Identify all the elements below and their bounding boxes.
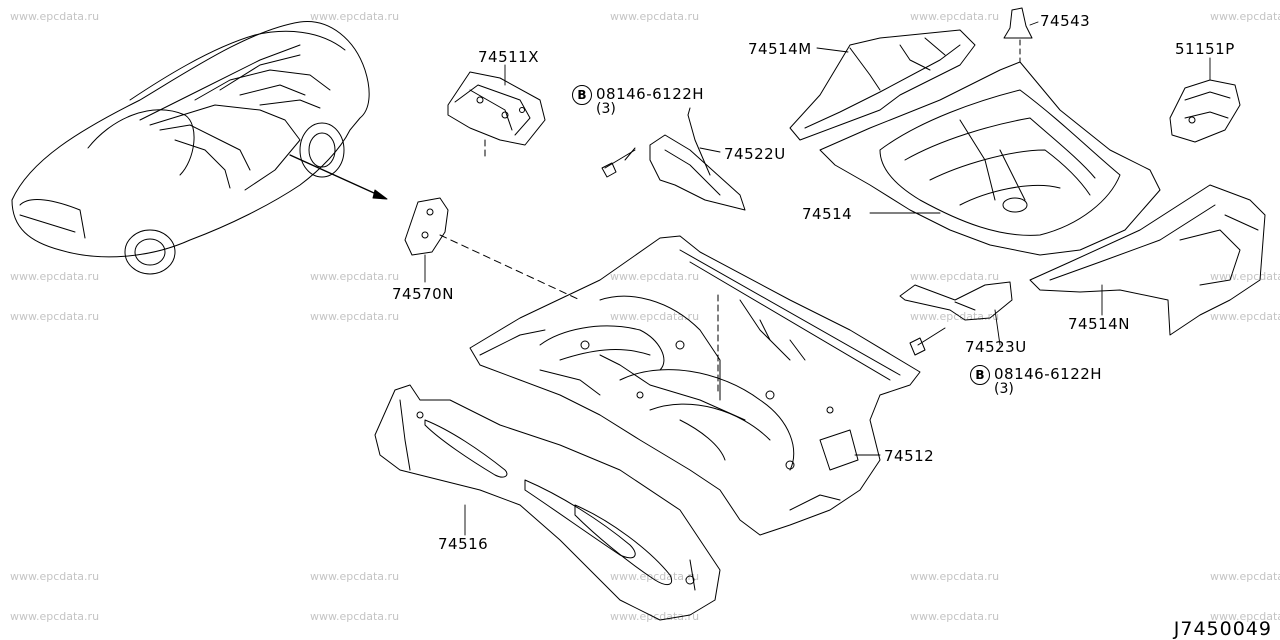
part-74514N-illustration xyxy=(1029,184,1266,336)
bolt-symbol-b: B xyxy=(970,365,990,385)
bolt-quantity: (3) xyxy=(994,381,1014,397)
label-74543[interactable]: 74543 xyxy=(1040,12,1091,30)
part-74511X-illustration xyxy=(447,71,546,161)
watermark-text: www.epcdata.ru xyxy=(10,310,100,323)
watermark-text: www.epcdata.ru xyxy=(910,610,1000,623)
part-74522U-illustration xyxy=(601,107,746,211)
watermark-text: www.epcdata.ru xyxy=(310,570,400,583)
label-51151P[interactable]: 51151P xyxy=(1175,40,1235,58)
watermark-text: www.epcdata.ru xyxy=(910,310,1000,323)
label-74514N[interactable]: 74514N xyxy=(1068,315,1130,333)
part-74570N-illustration xyxy=(404,197,581,301)
label-bolt-08146-6122H[interactable]: 08146-6122H xyxy=(994,365,1103,383)
watermark-text: www.epcdata.ru xyxy=(610,610,700,623)
watermark-text: www.epcdata.ru xyxy=(10,10,100,23)
watermark-text: www.epcdata.ru xyxy=(610,270,700,283)
watermark-text: www.epcdata.ru xyxy=(310,270,400,283)
car-overview-illustration xyxy=(11,21,388,275)
label-74511X[interactable]: 74511X xyxy=(478,48,539,66)
watermark-text: www.epcdata.ru xyxy=(910,270,1000,283)
watermark-text: www.epcdata.ru xyxy=(910,570,1000,583)
watermark-text: www.epcdata.ru xyxy=(610,570,700,583)
watermark-text: www.epcdata.ru xyxy=(610,310,700,323)
watermark-text: www.epcdata.ru xyxy=(610,10,700,23)
watermark-text: www.epcdata.ru xyxy=(1210,570,1280,583)
watermark-text: www.epcdata.ru xyxy=(10,570,100,583)
watermark-text: www.epcdata.ru xyxy=(10,270,100,283)
label-74522U[interactable]: 74522U xyxy=(724,145,786,163)
label-74516[interactable]: 74516 xyxy=(438,535,489,553)
watermark-text: www.epcdata.ru xyxy=(10,610,100,623)
part-74516-illustration xyxy=(374,384,721,621)
label-74523U[interactable]: 74523U xyxy=(965,338,1027,356)
label-74514M[interactable]: 74514M xyxy=(748,40,812,58)
part-51151P-illustration xyxy=(1169,79,1241,143)
watermark-text: www.epcdata.ru xyxy=(310,10,400,23)
label-74570N[interactable]: 74570N xyxy=(392,285,454,303)
part-74523U-illustration xyxy=(899,281,1013,356)
watermark-text: www.epcdata.ru xyxy=(1210,10,1280,23)
watermark-text: www.epcdata.ru xyxy=(310,610,400,623)
part-74543-illustration xyxy=(1003,7,1033,63)
diagram-id: J7450049 xyxy=(1173,618,1272,640)
watermark-text: www.epcdata.ru xyxy=(910,10,1000,23)
part-74512-illustration xyxy=(469,235,921,536)
part-74514-illustration xyxy=(819,61,1161,256)
watermark-text: www.epcdata.ru xyxy=(1210,610,1280,623)
watermark-text: www.epcdata.ru xyxy=(1210,270,1280,283)
label-74512[interactable]: 74512 xyxy=(884,447,935,465)
watermark-text: www.epcdata.ru xyxy=(1210,310,1280,323)
bolt-symbol-b: B xyxy=(572,85,592,105)
leader-lines xyxy=(424,21,1211,536)
part-74514M-illustration xyxy=(789,29,976,141)
watermark-text: www.epcdata.ru xyxy=(310,310,400,323)
bolt-quantity: (3) xyxy=(596,101,616,117)
label-74514[interactable]: 74514 xyxy=(802,205,853,223)
label-bolt-08146-6122H[interactable]: 08146-6122H xyxy=(596,85,705,103)
